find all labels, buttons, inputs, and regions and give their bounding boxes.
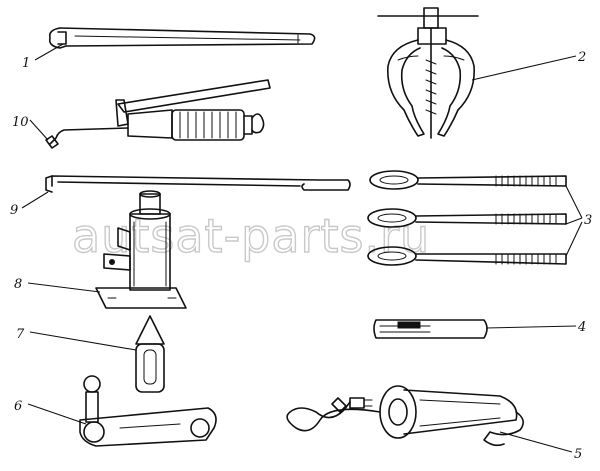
leader-line-1 (34, 43, 64, 61)
inspection-lamp-icon (286, 385, 524, 447)
watermark-text: autsat-parts.ru (72, 209, 430, 263)
callout-6: 6 (14, 399, 22, 414)
callout-5: 5 (574, 447, 582, 462)
puller-icon (377, 7, 479, 139)
jack-handle-icon (45, 175, 351, 193)
oil-can-tip-icon (135, 315, 165, 393)
callout-7: 7 (16, 327, 25, 342)
spark-plug-wrench-icon (79, 375, 217, 447)
leader-line-5 (499, 431, 573, 453)
leader-line-4 (485, 325, 577, 329)
callout-10: 10 (12, 115, 29, 130)
towing-eye-bolts-icon (367, 170, 567, 266)
leader-line-8 (27, 282, 101, 293)
grease-gun-icon (45, 79, 271, 149)
leader-line-9 (21, 191, 49, 209)
leader-line-2 (471, 55, 577, 81)
callout-2: 2 (577, 50, 586, 65)
wrench-icon (48, 27, 316, 49)
leader-line-10 (29, 119, 49, 141)
callout-4: 4 (577, 320, 586, 335)
callout-3: 3 (584, 213, 592, 228)
callout-1: 1 (22, 56, 30, 71)
file-icon (373, 319, 488, 339)
callout-9: 9 (10, 203, 18, 218)
callout-8: 8 (14, 277, 22, 292)
leader-line-7 (29, 331, 137, 351)
hydraulic-jack-icon (95, 190, 187, 309)
leader-line-6 (27, 403, 87, 425)
leader-line-3 (565, 185, 583, 257)
